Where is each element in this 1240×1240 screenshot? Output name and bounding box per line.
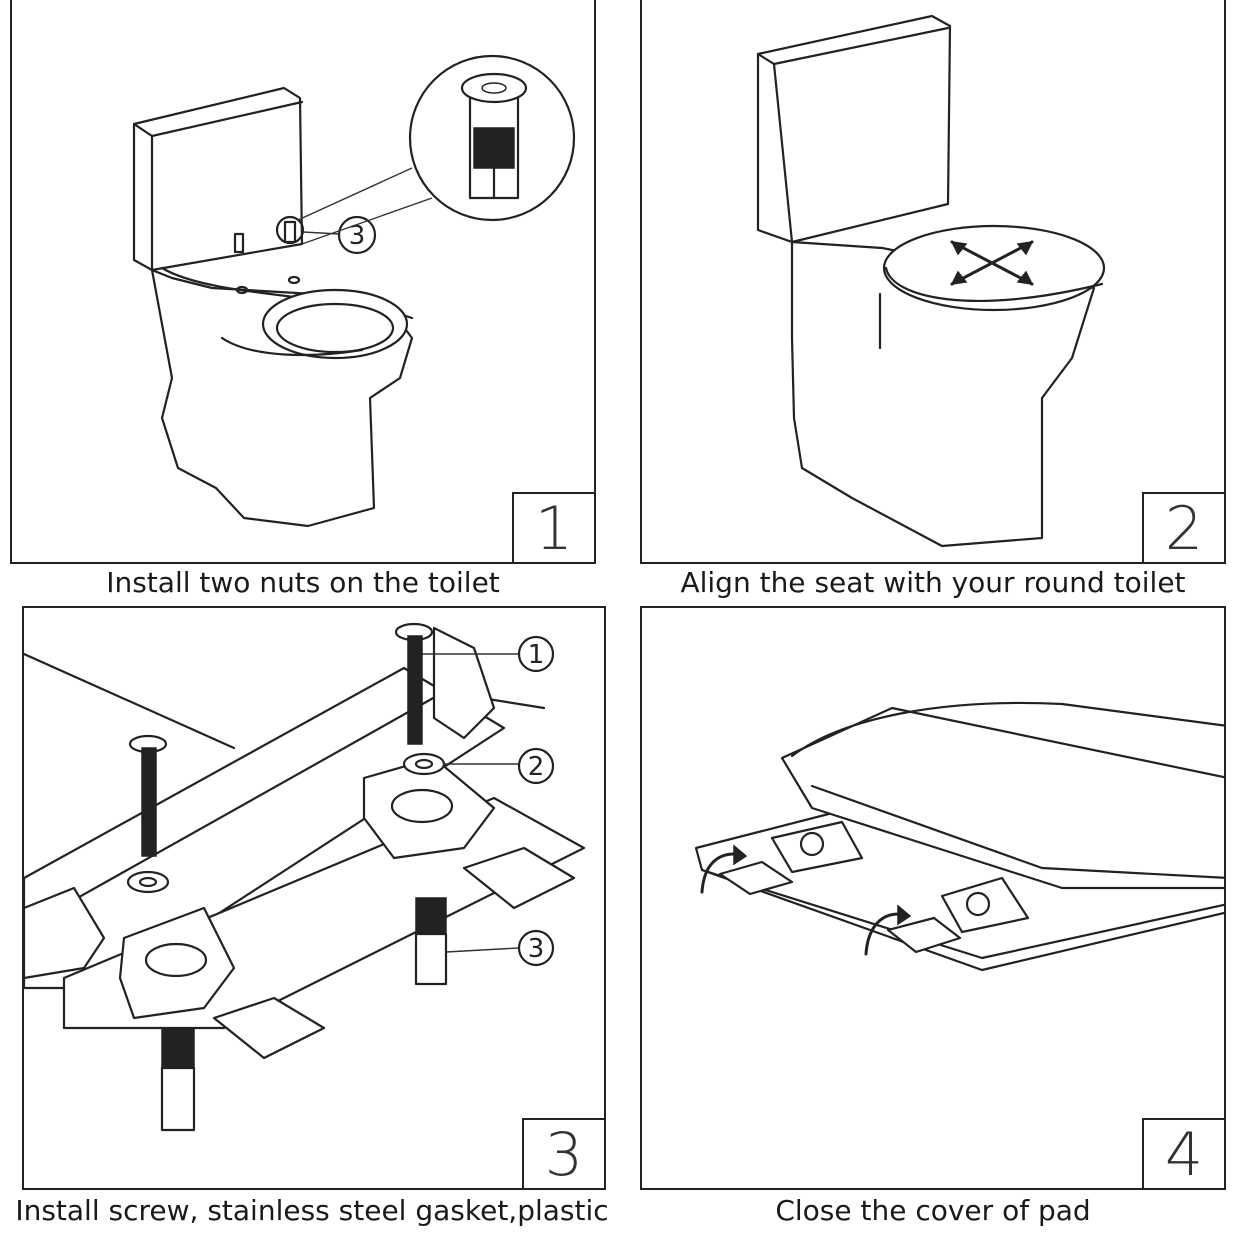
- panel-step-2: 2: [640, 0, 1226, 564]
- callout-nut-label: 3: [528, 934, 545, 964]
- step-number-1: 1: [512, 492, 594, 562]
- screw-gasket-installation-illustration: 1 2 3: [24, 622, 586, 1132]
- callout-screw-label: 1: [528, 640, 545, 670]
- panel-step-3: 1 2 3 3: [22, 606, 606, 1190]
- panel-step-4: 4: [640, 606, 1226, 1190]
- caption-step-4: Close the cover of pad: [775, 1194, 1091, 1227]
- close-pad-cover-illustration: [694, 701, 1224, 972]
- caption-step-3: Install screw, stainless steel gasket,pl…: [15, 1194, 609, 1227]
- toilet-with-nuts-illustration: 3: [132, 54, 576, 528]
- step-number-2: 2: [1142, 492, 1224, 562]
- callout-gasket-label: 2: [528, 752, 545, 782]
- step-number-4: 4: [1142, 1118, 1224, 1188]
- panel-step-1: 3 1: [10, 0, 596, 564]
- step-number-3: 3: [522, 1118, 604, 1188]
- caption-step-1: Install two nuts on the toilet: [106, 566, 500, 599]
- toilet-seat-alignment-illustration: [756, 14, 1106, 548]
- caption-step-3-container: Install screw, stainless steel gasket,pl…: [0, 1190, 640, 1240]
- caption-step-2: Align the seat with your round toilet: [680, 566, 1186, 599]
- callout-nut-label: 3: [349, 221, 366, 251]
